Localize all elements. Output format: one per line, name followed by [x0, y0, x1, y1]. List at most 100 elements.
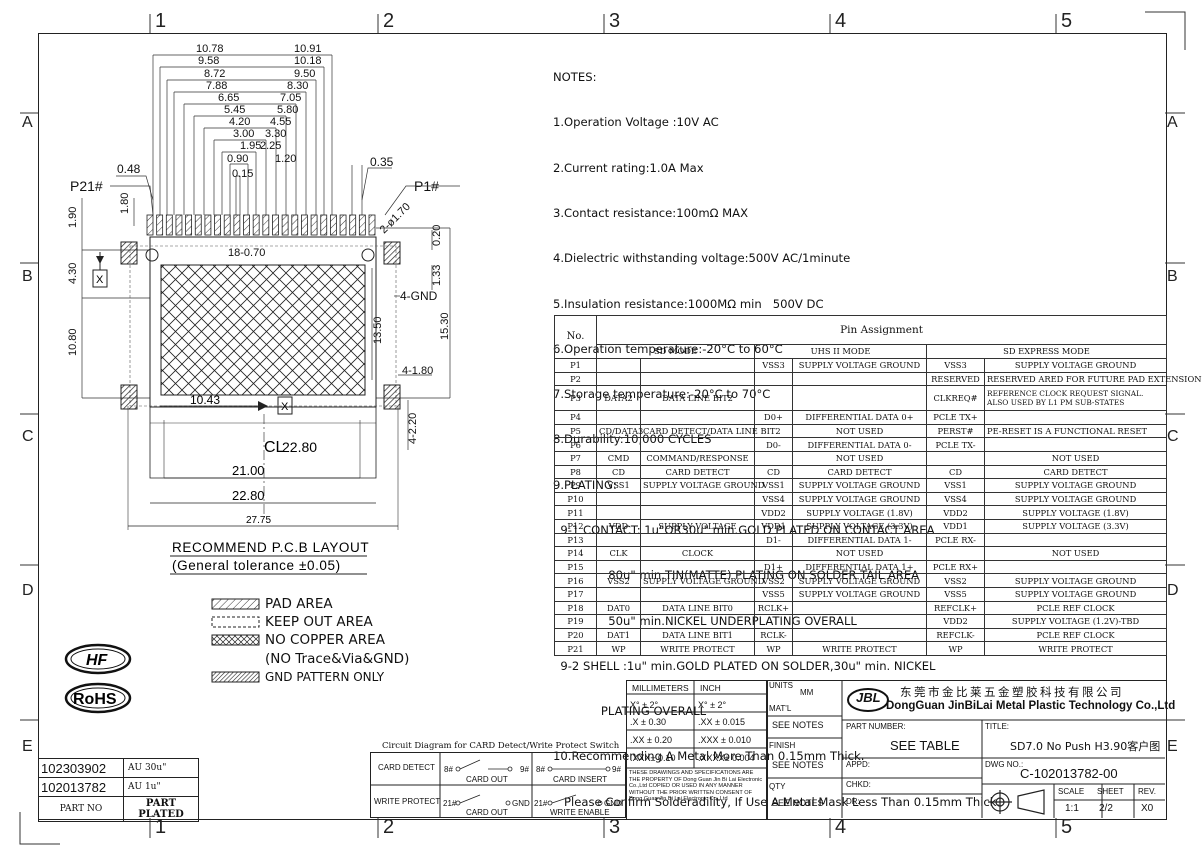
dim-4180: 4-1.80 [402, 365, 433, 377]
note-line: 9-2 SHELL :1u" min.GOLD PLATED ON SOLDER… [553, 658, 936, 673]
zone-col-4: 4 [835, 10, 847, 32]
express-description: NOT USED [983, 450, 1168, 466]
sd-description: CARD DETECT [640, 464, 755, 480]
contact-pad [185, 214, 193, 236]
express-signal: PCLE TX+ [926, 410, 985, 425]
dwg-value: C-102013782-00 [1020, 766, 1118, 781]
circuit-gndb: GND [604, 799, 622, 808]
legend-no-copper-note: (NO Trace&Via&GND) [265, 651, 410, 667]
dim-180: 1.80 [119, 193, 131, 214]
zone-col-5: 5 [1061, 10, 1073, 32]
units-label: UNITS [769, 681, 793, 690]
sd-description [640, 410, 755, 425]
zone-row-e: E [22, 738, 33, 755]
part-plated-header: PART PLATED [123, 796, 199, 822]
express-description: SUPPLY VOLTAGE (3.3V) [983, 518, 1168, 534]
sd-signal: DAT1 [596, 627, 641, 643]
zone-row-b: B [22, 268, 33, 285]
sd-signal: VSS1 [596, 478, 641, 493]
sd-signal: WP [596, 641, 641, 656]
express-signal: REFCLK+ [926, 600, 985, 616]
sd-description: DATA LINE BIT1 [640, 627, 755, 643]
express-description: RESERVED ARED FOR FUTURE PAD EXTENSION [983, 371, 1202, 387]
sheet-label: SHEET [1097, 787, 1124, 796]
dim-left-7: 3.00 [233, 128, 254, 140]
contact-pad-row [146, 214, 376, 236]
rev-label: REV. [1138, 787, 1156, 796]
express-signal: VSS2 [926, 573, 985, 588]
pin-no: P8 [554, 464, 597, 480]
x-mark-left: X [96, 274, 104, 286]
part-number-label: PART NUMBER: [846, 722, 906, 731]
uhs-description: NOT USED [792, 546, 927, 561]
zone-col-3-bottom: 3 [609, 816, 621, 838]
uhs-description: DIFFERENTIAL DATA 1+ [792, 559, 927, 575]
tol-mm-header: MILLIMETERS [632, 683, 689, 693]
pin-no: P19 [554, 614, 597, 629]
zone-row-a-right: A [1167, 114, 1178, 131]
dim-left-1: 9.58 [198, 55, 219, 67]
note-line: Please Confirm Solderadility, If Use A M… [553, 794, 1001, 809]
pin-no: P14 [554, 546, 597, 561]
uhs-signal: D0+ [754, 410, 793, 425]
express-description: PCLE REF CLOCK [983, 627, 1168, 643]
dim-1043: 10.43 [190, 393, 220, 407]
sd-signal: CMD [596, 450, 641, 466]
part-plated: AU 30u" [123, 758, 199, 778]
group-sd-mode: SD MODE [596, 343, 755, 360]
sd-signal [596, 410, 641, 425]
sd-description [640, 505, 755, 520]
uhs-signal: VDD1 [754, 518, 793, 534]
sd-description: CLOCK [640, 546, 755, 561]
circuit-row-card-detect: CARD DETECT [378, 763, 435, 772]
sd-description [640, 437, 755, 452]
dim-left-0: 10.78 [196, 43, 224, 55]
scale-value: 1:1 [1065, 803, 1079, 814]
uhs-description: DIFFERENTIAL DATA 0+ [792, 410, 927, 425]
contact-pad [214, 214, 221, 236]
dim-right-0: 10.91 [294, 43, 322, 55]
express-description: CARD DETECT [983, 464, 1168, 480]
circuit-gnd: GND [512, 799, 530, 808]
circuit-p9: 9# [520, 765, 529, 774]
sd-description [640, 491, 755, 507]
contact-pad [358, 214, 366, 236]
legend-no-copper: NO COPPER AREA [265, 632, 385, 648]
sd-description: DATA LINE BIT0 [640, 600, 755, 616]
dim-right-3: 8.30 [287, 80, 308, 92]
dim-right-4: 7.05 [280, 92, 301, 104]
pin-no: P15 [554, 559, 597, 575]
contact-pad [146, 214, 154, 236]
express-signal [926, 546, 985, 561]
units-value: MM [800, 688, 814, 697]
express-signal: VSS5 [926, 586, 985, 602]
legend-keep-out: KEEP OUT AREA [265, 614, 373, 630]
part-plated: AU 1u" [123, 777, 199, 797]
contact-pad [281, 214, 289, 236]
pin-no: P1 [554, 358, 597, 373]
pcb-caption: RECOMMEND P.C.B LAYOUT [172, 540, 369, 555]
dim-right-2: 9.50 [294, 68, 315, 80]
dim-right-7: 3.30 [265, 128, 286, 140]
pin-no: P18 [554, 600, 597, 616]
contact-pad [262, 214, 270, 236]
contact-pad [243, 214, 250, 236]
note-line: 1.Operation Voltage :10V AC [553, 115, 719, 130]
group-uhs2-mode: UHS II MODE [754, 343, 927, 360]
sd-description [640, 371, 755, 387]
express-signal [926, 450, 985, 466]
legend-swatches [211, 598, 260, 683]
pin-no: P16 [554, 573, 597, 588]
uhs-signal: CD [754, 464, 793, 480]
gnd-pad [120, 384, 138, 410]
sd-signal: CD [596, 464, 641, 480]
circuit-card-out: CARD OUT [466, 775, 508, 784]
dim-left-3: 7.88 [206, 80, 227, 92]
sd-description [640, 614, 755, 629]
sd-signal [596, 371, 641, 387]
uhs-signal: D0- [754, 437, 793, 452]
